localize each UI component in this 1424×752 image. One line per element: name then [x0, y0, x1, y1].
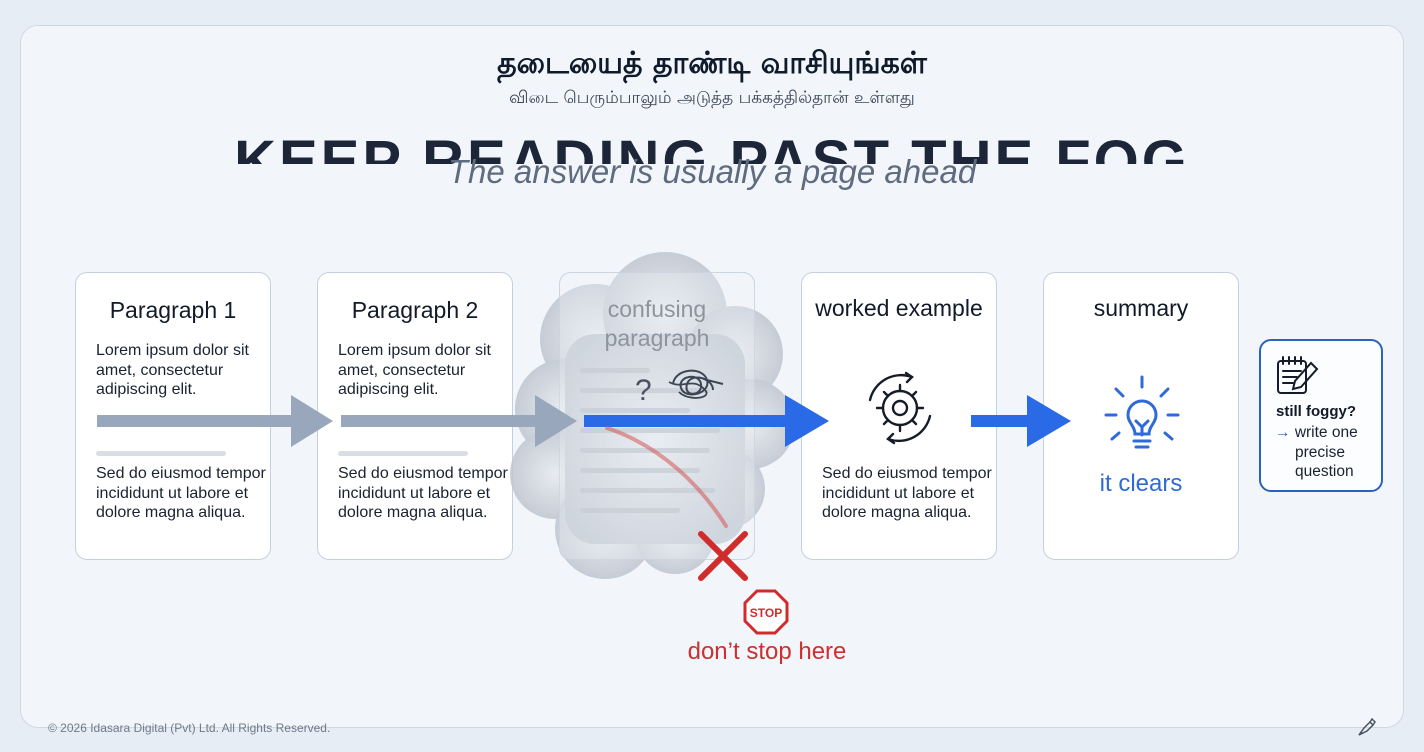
red-x-icon	[698, 531, 748, 581]
fall-off-path	[605, 426, 728, 528]
notepad-pencil-icon	[1277, 356, 1319, 394]
card-title: worked example	[815, 295, 983, 321]
note-action-line-1: write one	[1294, 424, 1358, 441]
text-placeholder-line	[96, 451, 226, 456]
card-title: summary	[1093, 295, 1189, 321]
card-text-bottom: Sed do eiusmod tempor incididunt ut labo…	[822, 465, 992, 521]
arrow-grey-1	[97, 395, 333, 447]
text-placeholder-line	[338, 451, 468, 456]
stop-caption: don’t stop here	[687, 638, 847, 665]
still-foggy-note: still foggy? → write one precise questio…	[1259, 339, 1383, 492]
page-title: தடையைத் தாண்டி வாசியுங்கள்	[497, 46, 927, 81]
card-text-bottom: Sed do eiusmod tempor incididunt ut labo…	[96, 465, 266, 521]
flow-arrows	[97, 395, 1071, 581]
card-text-top: Lorem ipsum dolor sit amet, consectetur …	[338, 342, 491, 398]
title-band	[21, 26, 1403, 132]
background-title: KEEP READING PAST THE FOG	[234, 129, 1190, 164]
copyright-text: © 2026 Idasara Digital (Pvt) Ltd. All Ri…	[48, 721, 331, 735]
note-action: → write one precise question	[1275, 423, 1358, 482]
note-action-line-3: question	[1295, 463, 1354, 480]
arrow-blue-1	[584, 395, 829, 447]
page-subtitle-tamil: விடை பெரும்பாலும் அடுத்த பக்கத்தில்தான் …	[509, 88, 915, 108]
svg-text:?: ?	[635, 374, 652, 407]
note-action-line-2: precise	[1295, 443, 1345, 461]
lightbulb-icon	[1104, 375, 1180, 449]
summary-label: it clears	[1099, 470, 1183, 497]
stop-sign-icon: STOP	[743, 589, 789, 635]
card-title: Paragraph 2	[351, 297, 479, 323]
card-summary: summary	[1043, 272, 1239, 560]
question-tangle-icon: ?	[635, 369, 724, 407]
arrow-right-icon: →	[1275, 424, 1291, 441]
card-text-top: Lorem ipsum dolor sit amet, consectetur …	[96, 342, 249, 398]
card-text-bottom: Sed do eiusmod tempor incididunt ut labo…	[338, 465, 508, 521]
page-subtitle: The answer is usually a page ahead	[447, 153, 977, 190]
infographic-canvas: KEEP READING PAST THE FOG தடையைத் தாண்டி…	[20, 25, 1404, 728]
pen-nib-icon	[1358, 717, 1376, 736]
blurred-text-lines-overlay	[580, 368, 730, 528]
arrow-grey-2	[341, 395, 577, 447]
arrow-blue-2	[971, 395, 1071, 447]
stop-sign-text: STOP	[750, 606, 782, 620]
card-worked-example: worked example Sed do eiusmod tempor inc…	[801, 272, 997, 560]
note-question: still foggy?	[1276, 403, 1356, 420]
card-title-confusing: confusing paragraph	[604, 296, 710, 351]
card-title: Paragraph 1	[109, 297, 237, 323]
gear-cycle-icon	[868, 371, 932, 445]
